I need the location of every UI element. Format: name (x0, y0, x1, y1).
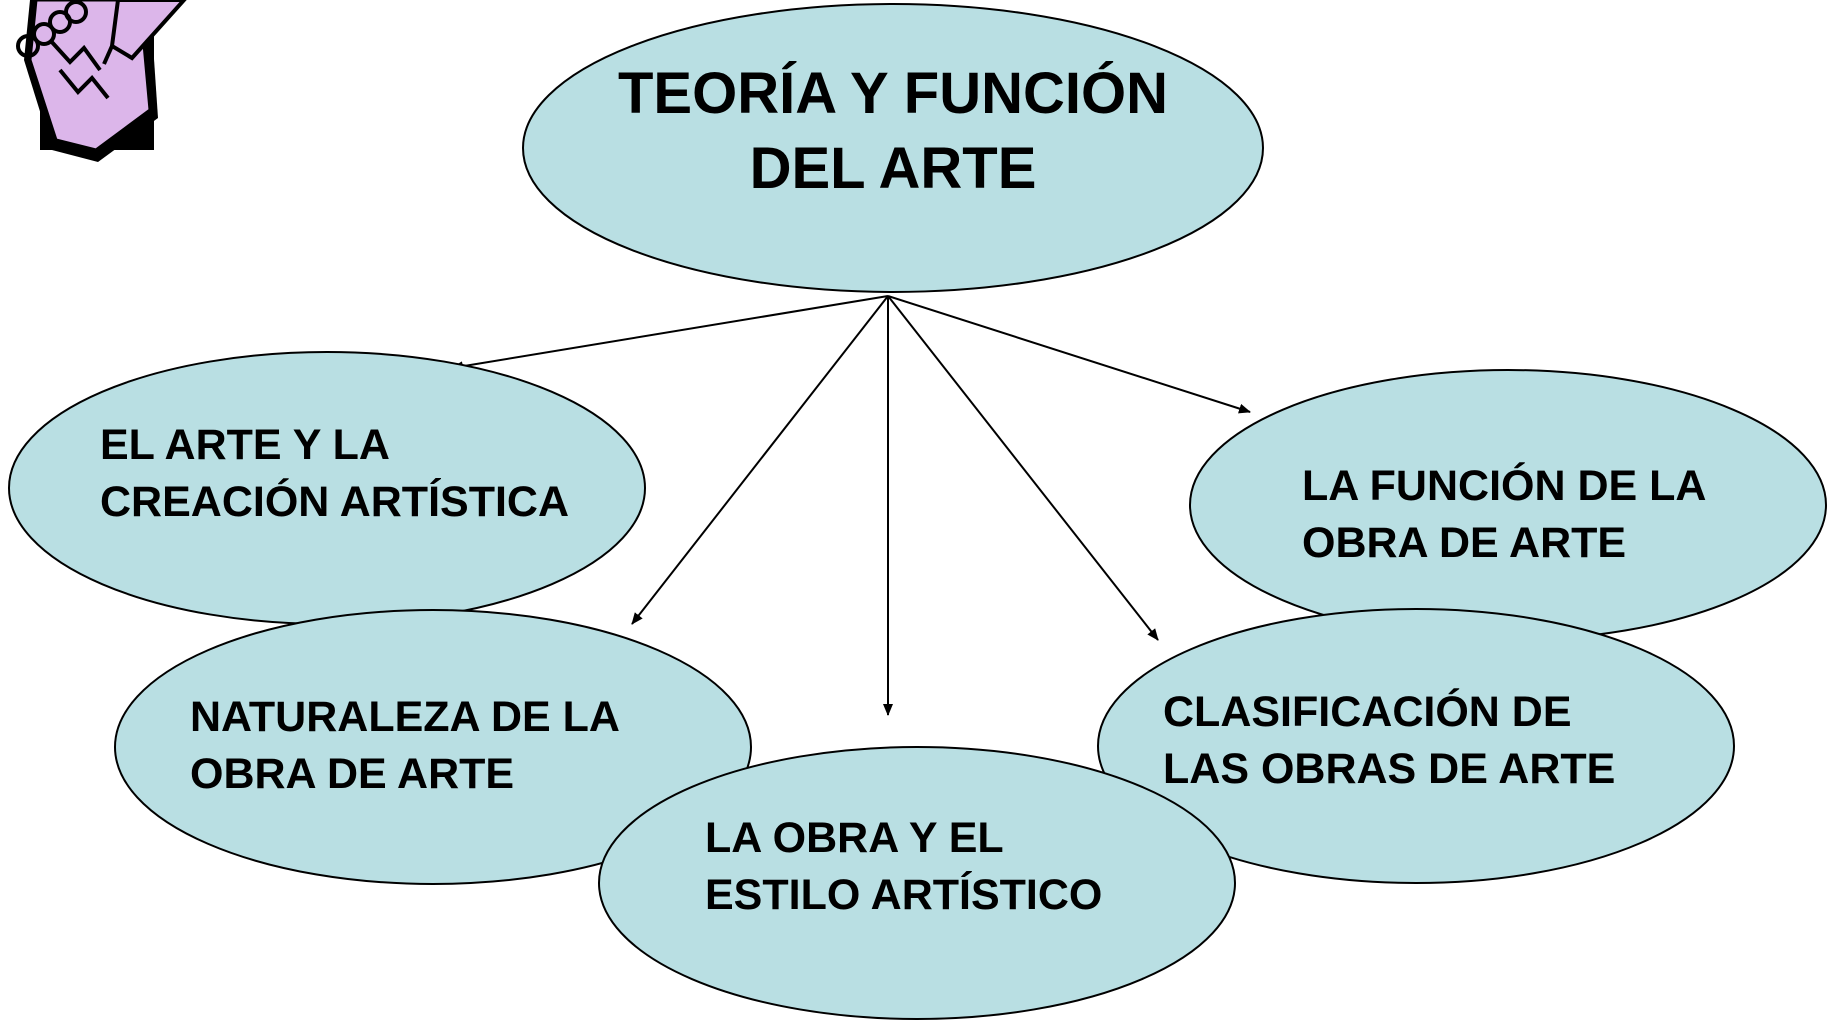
node-ellipse (114, 609, 752, 885)
node-label-line: OBRA DE ARTE (190, 750, 514, 798)
arrow-to-naturaleza (631, 295, 889, 625)
node-obra-estilo: LA OBRA Y EL ESTILO ARTÍSTICO (598, 746, 1236, 1020)
node-arte-creacion: EL ARTE Y LA CREACIÓN ARTÍSTICA (8, 351, 646, 625)
node-ellipse (598, 746, 1236, 1020)
node-clasificacion: CLASIFICACIÓN DE LAS OBRAS DE ARTE (1097, 608, 1735, 884)
node-label-line: LA OBRA Y EL (705, 814, 1004, 862)
arrow-to-arte-creacion (451, 295, 889, 372)
node-ellipse (1097, 608, 1735, 884)
node-funcion: LA FUNCIÓN DE LA OBRA DE ARTE (1189, 369, 1827, 641)
notepad-pencil-icon (16, 0, 187, 162)
arrow-to-clasificacion (887, 295, 1159, 641)
node-label-line: EL ARTE Y LA (100, 421, 390, 469)
central-node: TEORÍA Y FUNCIÓN DEL ARTE (522, 3, 1264, 293)
nodes: TEORÍA Y FUNCIÓN DEL ARTE EL ARTE Y LA CREA… (8, 3, 1827, 1020)
node-label-line: NATURALEZA DE LA (190, 693, 620, 741)
node-label-line: ESTILO ARTÍSTICO (705, 871, 1102, 919)
node-ellipse (522, 3, 1264, 293)
edges (451, 295, 1251, 716)
node-naturaleza: NATURALEZA DE LA OBRA DE ARTE (114, 609, 752, 885)
node-label-line: LA FUNCIÓN DE LA (1302, 461, 1707, 510)
arrow-to-funcion (887, 295, 1251, 414)
node-label-line: OBRA DE ARTE (1302, 519, 1626, 567)
node-label-line: DEL ARTE (750, 136, 1037, 201)
node-label-line: TEORÍA Y FUNCIÓN (618, 61, 1168, 126)
node-label-line: CREACIÓN ARTÍSTICA (100, 477, 569, 526)
node-label-line: CLASIFICACIÓN DE (1163, 687, 1572, 736)
node-label-line: LAS OBRAS DE ARTE (1163, 745, 1615, 793)
